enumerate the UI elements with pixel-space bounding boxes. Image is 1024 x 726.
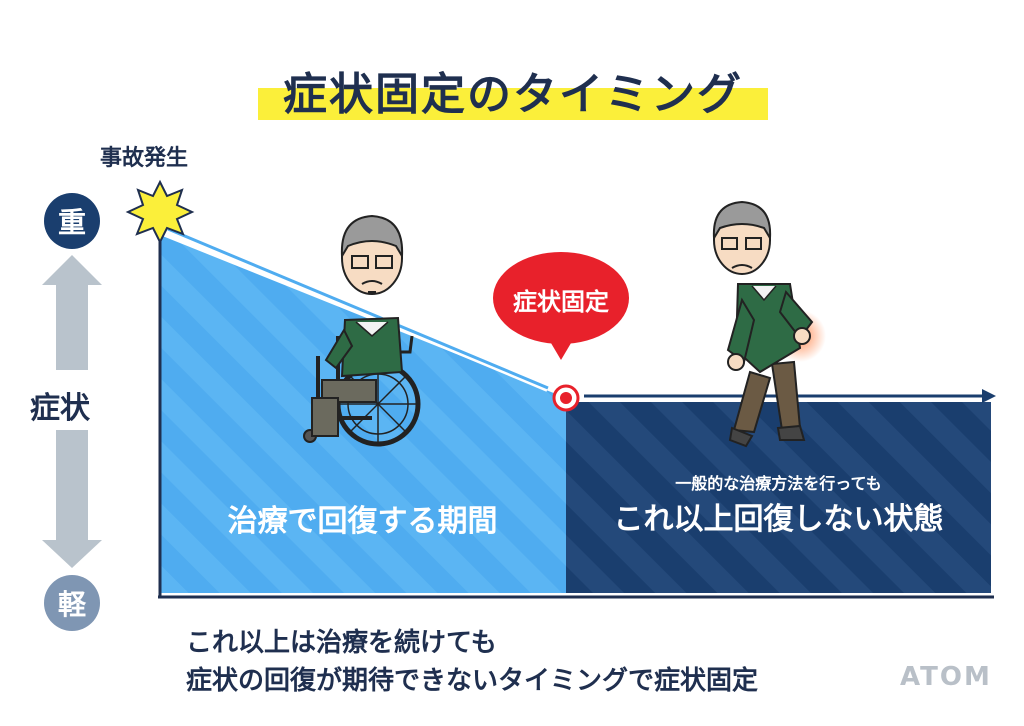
fixed-point-dot (560, 392, 572, 404)
title-highlight (258, 88, 768, 120)
symptom-axis-arrow (42, 255, 102, 568)
accident-burst-icon (125, 179, 195, 245)
fixed-state-subtitle: 一般的な治療方法を行っても (675, 474, 882, 493)
wheelchair-man-illustration (303, 214, 421, 447)
symptom-axis-label: 症状 (30, 391, 90, 426)
mild-label: 軽 (44, 575, 100, 631)
treatment-region (160, 235, 566, 593)
atom-logo: ATOM (900, 662, 992, 692)
fixed-bubble (493, 252, 629, 360)
recovery-trend-line-inner (167, 227, 549, 390)
title-block: 症状固定のタイミング (258, 58, 768, 122)
severe-label: 重 (44, 193, 100, 249)
fixed-state-label: これ以上回復しない状態 (613, 502, 944, 537)
plateau-arrowhead (982, 389, 996, 403)
treatment-period-label: 治療で回復する期間 (227, 504, 498, 539)
standing-man-illustration (712, 200, 826, 448)
fixed-bubble-label: 症状固定 (513, 288, 609, 316)
caption-line-1: これ以上は治療を続けても (186, 628, 497, 658)
accident-label: 事故発生 (100, 146, 189, 171)
page-title: 症状固定のタイミング (283, 69, 743, 120)
caption-line-2: 症状の回復が期待できないタイミングで症状固定 (186, 666, 759, 696)
